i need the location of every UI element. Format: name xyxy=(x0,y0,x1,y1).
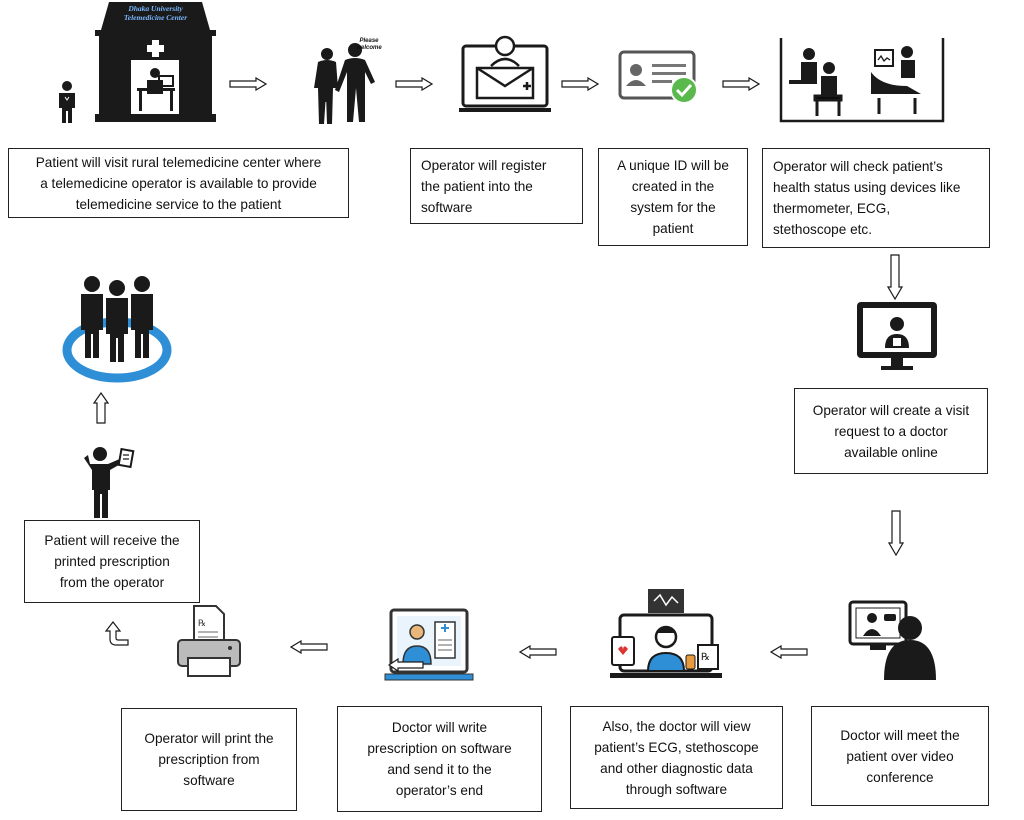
arrow-up-1 xyxy=(93,392,109,424)
arrow-down-1 xyxy=(887,254,903,300)
health-check-devices-icon xyxy=(779,38,945,124)
id-card-check-icon xyxy=(618,50,702,106)
svg-text:℞: ℞ xyxy=(198,619,206,629)
arrow-inner-left xyxy=(388,658,424,672)
speech-bubble-text: Please welcome xyxy=(356,38,382,51)
arrow-turn-up xyxy=(104,620,130,648)
step-visit-box: Patient will visit rural telemedicine ce… xyxy=(8,148,349,218)
clinic-sign-line1: Dhaka University xyxy=(128,4,183,13)
step-check-health-text: Operator will check patient’s health sta… xyxy=(773,159,961,237)
step-print-prescription-text: Operator will print the prescription fro… xyxy=(144,731,274,788)
step-visit-text: Patient will visit rural telemedicine ce… xyxy=(35,154,322,212)
doctor-diagnostic-data-icon: ℞ xyxy=(604,585,728,683)
step-receive-prescription-text: Patient will receive the printed prescri… xyxy=(44,533,180,590)
community-people-icon xyxy=(62,272,172,384)
arrow-left-1 xyxy=(770,645,808,659)
step-register-text: Operator will register the patient into … xyxy=(421,157,547,215)
arrow-right-3 xyxy=(561,77,599,91)
printer-prescription-icon: ℞ xyxy=(176,604,242,680)
step-visit-request-text: Operator will create a visit request to … xyxy=(812,402,970,460)
svg-text:℞: ℞ xyxy=(701,652,710,663)
step-check-health-box: Operator will check patient’s health sta… xyxy=(762,148,990,248)
arrow-left-2 xyxy=(519,645,557,659)
step-receive-prescription-box: Patient will receive the printed prescri… xyxy=(24,520,200,603)
step-view-data-text: Also, the doctor will view patient’s ECG… xyxy=(594,718,759,797)
monitor-doctor-icon xyxy=(855,300,939,374)
laptop-registration-icon xyxy=(457,28,553,122)
step-view-data-box: Also, the doctor will view patient’s ECG… xyxy=(570,706,783,809)
arrow-right-2 xyxy=(395,77,433,91)
step-unique-id-text: A unique ID will be created in the syste… xyxy=(617,158,729,236)
step-video-conference-box: Doctor will meet the patient over video … xyxy=(811,706,989,806)
step-video-conference-text: Doctor will meet the patient over video … xyxy=(840,727,960,785)
step-write-prescription-text: Doctor will write prescription on softwa… xyxy=(367,720,512,798)
patient-figure-icon xyxy=(54,80,80,124)
arrow-down-2 xyxy=(888,510,904,556)
step-print-prescription-box: Operator will print the prescription fro… xyxy=(121,708,297,811)
step-unique-id-box: A unique ID will be created in the syste… xyxy=(598,148,748,246)
arrow-left-3 xyxy=(290,640,328,654)
video-conference-icon xyxy=(848,598,940,680)
telemedicine-center-building-icon xyxy=(93,2,218,124)
step-visit-request-box: Operator will create a visit request to … xyxy=(794,388,988,474)
operator-greeting-patient-icon xyxy=(305,30,387,126)
step-register-box: Operator will register the patient into … xyxy=(410,148,583,224)
arrow-right-1 xyxy=(229,77,267,91)
patient-holding-prescription-icon xyxy=(74,446,136,520)
arrow-right-4 xyxy=(722,77,760,91)
clinic-sign-line2: Telemedicine Center xyxy=(123,13,188,22)
step-write-prescription-box: Doctor will write prescription on softwa… xyxy=(337,706,542,812)
prescription-laptop-icon xyxy=(383,608,475,684)
